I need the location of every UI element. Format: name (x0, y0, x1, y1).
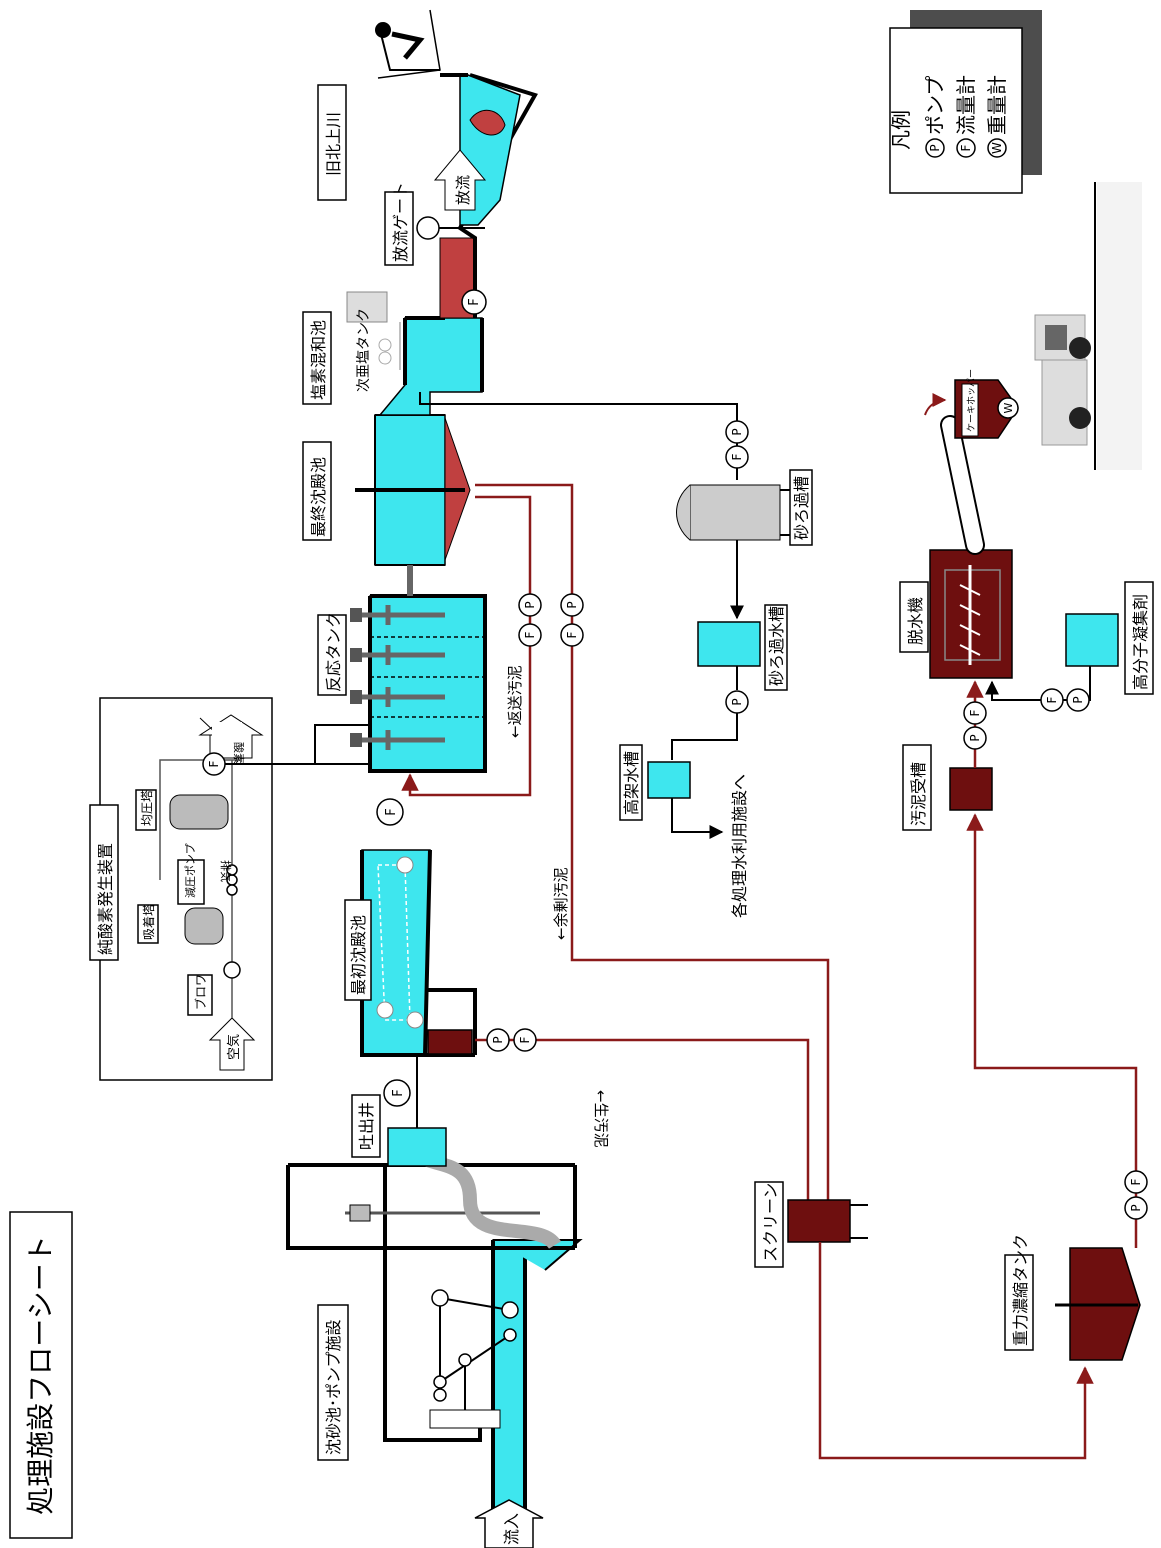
sand-filter-line: P F 砂ろ過槽 砂ろ過水槽 P 高架水槽 各処理水利用施設へ (419, 392, 813, 918)
svg-text:F: F (959, 144, 973, 151)
label-reaction: 反応タンク (324, 612, 343, 692)
river: 放流 旧北上川 (317, 9, 521, 226)
svg-text:W: W (1002, 402, 1015, 413)
label-reuse: 各処理水利用施設へ (730, 774, 749, 918)
gravity-thickener: 重力濃縮タンク P F (966, 813, 1148, 1361)
svg-text:F: F (518, 1036, 532, 1043)
label-adsorber: 吸着塔 (141, 904, 156, 940)
label-final: 最終沈殿池 (309, 457, 328, 537)
svg-text:P: P (491, 1036, 505, 1043)
discharge-well: 吐出井 F (351, 860, 447, 1167)
svg-text:ポンプ: ポンプ (923, 76, 947, 135)
label-screen: スクリーン (761, 1183, 780, 1262)
label-filtered-tank: 砂ろ過水槽 (767, 606, 786, 686)
svg-text:F: F (565, 631, 579, 638)
label-inflow: 流入 (502, 1513, 521, 1545)
label-dehydrator: 脱水機 (906, 597, 925, 645)
grit-chamber-pump-facility: 沈砂池･ポンプ施設 流入 (286, 1135, 583, 1548)
label-excess-sludge: ←余剰汚泥 (552, 867, 570, 940)
reaction-tank: 反応タンク (314, 594, 487, 773)
label-cake-hopper: ケーキホッパー (966, 369, 977, 432)
svg-text:P: P (730, 428, 744, 435)
legend-item-weigher: W 重量計 (985, 75, 1009, 158)
svg-text:P: P (928, 144, 942, 151)
svg-text:流量計: 流量計 (954, 75, 978, 135)
label-vacuum-pump: 減圧ポンプ (183, 843, 197, 898)
label-chlorine-mix: 塩素混和池 (309, 320, 328, 400)
oxygen-generation-plant: 純酸素発生装置 空気 ブロワ 吸着塔 減圧ポンプ 排気 均圧塔 酸素 F (89, 697, 370, 1081)
label-oxygen-plant: 純酸素発生装置 (96, 843, 115, 955)
svg-text:F: F (523, 631, 537, 638)
label-air: 空気 (226, 1034, 242, 1060)
svg-text:P: P (730, 698, 744, 705)
label-hypochlorite: 次亜塩タンク (356, 308, 372, 392)
outflow-channel: F 放流ゲート (384, 73, 538, 319)
svg-text:F: F (207, 760, 221, 767)
label-outflow: 放流 (454, 175, 472, 205)
svg-text:F: F (968, 709, 982, 716)
svg-text:P: P (968, 734, 982, 741)
svg-text:F: F (391, 1089, 406, 1096)
svg-text:P: P (1071, 696, 1085, 703)
label-exhaust: 排気 (219, 860, 233, 882)
label-blower: ブロワ (193, 974, 208, 1010)
svg-text:P: P (565, 601, 579, 608)
title-box: 処理施設フローシート (9, 1211, 73, 1539)
svg-text:F: F (384, 808, 399, 815)
legend-item-flowmeter: F 流量計 (954, 75, 978, 158)
label-grit-pump: 沈砂池･ポンプ施設 (324, 1319, 343, 1455)
svg-text:重量計: 重量計 (985, 75, 1009, 135)
label-polymer: 高分子凝集剤 (1131, 594, 1150, 690)
svg-text:F: F (1045, 696, 1059, 703)
dump-truck (1034, 182, 1142, 470)
sludge-receiver-tank: 汚泥受槽 P F (902, 680, 993, 831)
label-thickener: 重力濃縮タンク (1011, 1234, 1030, 1346)
label-raw-sludge: ←生汚泥 (592, 1090, 610, 1148)
chlorine-mixing-tank: 塩素混和池 次亜塩タンク (302, 291, 484, 416)
label-outflow-gate: 放流ゲート (391, 182, 410, 262)
label-oxygen: 酸素 (232, 742, 246, 764)
page-title: 処理施設フローシート (24, 1235, 57, 1514)
svg-text:F: F (467, 298, 482, 305)
cake-hopper: W ケーキホッパー (954, 369, 1019, 439)
label-sludge-receiver: 汚泥受槽 (909, 762, 928, 826)
excess-sludge-line: P F ←余剰汚泥 (475, 483, 830, 1200)
label-equalizer: 均圧塔 (140, 790, 154, 826)
return-sludge-line: P F ←返送汚泥 (401, 495, 542, 797)
polymer-coagulant: 高分子凝集剤 F P (985, 581, 1154, 712)
raw-sludge-line: P F ←生汚泥 (475, 1028, 810, 1200)
svg-text:F: F (1129, 1178, 1143, 1185)
dehydrator: 脱水機 (899, 393, 1013, 679)
label-return-sludge: ←返送汚泥 (506, 665, 524, 738)
legend-title: 凡例 (889, 110, 913, 150)
label-elevated-tank: 高架水槽 (622, 751, 641, 815)
svg-text:P: P (523, 601, 537, 608)
aerators (350, 605, 445, 750)
primary-sedimentation-tank: 最初沈殿池 F (344, 798, 477, 1057)
sludge-screen: スクリーン (754, 1181, 1094, 1460)
svg-text:P: P (1129, 1204, 1143, 1211)
legend: 凡例 P ポンプ F 流量計 W 重量計 (889, 10, 1042, 194)
label-discharge-well: 吐出井 (357, 1102, 376, 1150)
final-sedimentation-tank: 最終沈殿池 (302, 414, 471, 596)
label-primary: 最初沈殿池 (349, 915, 368, 995)
label-river: 旧北上川 (324, 112, 343, 176)
svg-text:F: F (730, 453, 744, 460)
label-sand-filter: 砂ろ過槽 (792, 476, 811, 540)
legend-item-pump: P ポンプ (923, 76, 947, 158)
svg-text:W: W (990, 142, 1004, 154)
